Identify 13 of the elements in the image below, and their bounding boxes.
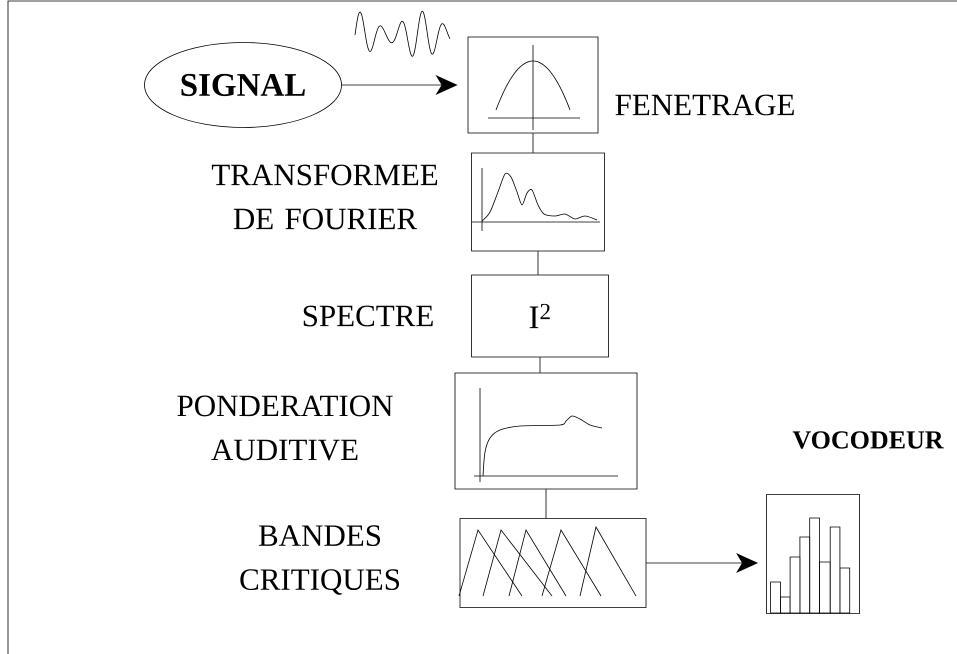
- connector-line: [532, 133, 534, 153]
- weighting-box: [454, 372, 638, 490]
- step-label: VOCODEUR: [792, 431, 944, 449]
- step-label: FENETRAGE: [616, 94, 794, 116]
- spectrum-box: [471, 152, 605, 252]
- filter-bank-box: [458, 518, 646, 608]
- step-label: PONDERATION AUDITIVE: [177, 396, 393, 460]
- square-box: I$^{2}$: [471, 274, 609, 358]
- window-box: [468, 36, 598, 134]
- step-label: TRANSFORMEE DE FOURIER: [212, 164, 438, 230]
- step-label: SPECTRE: [304, 306, 433, 326]
- step-label: BANDES CRITIQUES: [240, 525, 400, 595]
- histogram-box: [766, 494, 860, 614]
